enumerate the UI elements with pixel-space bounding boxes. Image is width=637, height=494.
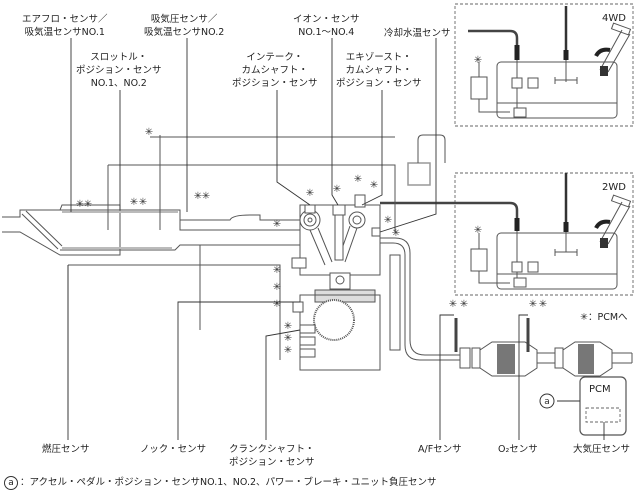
- svg-text:✳: ✳: [333, 184, 341, 195]
- svg-text:✳: ✳: [449, 299, 457, 310]
- svg-text:✳: ✳: [202, 191, 210, 202]
- label-intake-cam-sensor: インテーク・カムシャフト・ポジション・センサ: [232, 52, 318, 89]
- label-map-sensor: 吸気圧センサ／吸気温センサNO.2: [144, 14, 225, 38]
- svg-text:✳: ✳: [392, 228, 400, 239]
- svg-text:✳: ✳: [76, 199, 84, 210]
- leader-lines: [67, 38, 605, 440]
- 4wd-fuel-tank: [468, 6, 632, 119]
- pcm-box: [579, 376, 627, 436]
- label-2wd: 2WD: [602, 182, 626, 193]
- svg-text:✳: ✳: [273, 282, 281, 293]
- label-af-sensor: A/Fセンサ: [418, 444, 462, 455]
- label-pcm: PCM: [589, 384, 611, 395]
- svg-text:✳: ✳: [474, 225, 482, 236]
- label-baro-sensor: 大気圧センサ: [573, 444, 631, 455]
- baro-sensor-inside-pcm: [585, 407, 621, 423]
- svg-text:✳: ✳: [84, 199, 92, 210]
- label-fuel-pressure-sensor: 燃圧センサ: [42, 444, 90, 455]
- circle-a-marker: [539, 393, 555, 409]
- svg-text:✳: ✳: [539, 299, 547, 310]
- svg-text:✳: ✳: [306, 188, 314, 199]
- label-crankshaft-sensor: クランクシャフト・ポジション・センサ: [229, 444, 315, 468]
- svg-text:✳: ✳: [139, 197, 147, 208]
- circle-a-text: a: [544, 397, 550, 407]
- evap-canister: [407, 134, 446, 186]
- engine-block: [291, 194, 381, 371]
- footnote-text: ：アクセル・ペダル・ポジション・センサNO.1、NO.2、パワー・ブレーキ・ユニ…: [20, 477, 437, 488]
- svg-text:✳: ✳: [284, 333, 292, 344]
- svg-text:✳: ✳: [273, 299, 281, 310]
- circle-a-icon: a: [4, 476, 18, 490]
- svg-text:✳: ✳: [145, 127, 153, 138]
- 2wd-fuel-tank: [380, 173, 632, 290]
- label-exhaust-cam-sensor: エキゾースト・カムシャフト・ポジション・センサ: [336, 52, 422, 89]
- svg-text:✳: ✳: [384, 215, 392, 226]
- legend-asterisk-to-pcm: ✳：PCMへ: [580, 312, 628, 323]
- label-airflow-sensor: エアフロ・センサ／吸気温センサNO.1: [22, 14, 108, 38]
- svg-text:✳: ✳: [460, 299, 468, 310]
- svg-text:✳: ✳: [273, 265, 281, 276]
- label-o2-sensor: O₂センサ: [498, 444, 538, 455]
- svg-text:✳: ✳: [273, 219, 281, 230]
- label-knock-sensor: ノック・センサ: [140, 444, 207, 455]
- exhaust-system: [380, 237, 633, 377]
- svg-text:✳: ✳: [370, 180, 378, 191]
- svg-text:✳: ✳: [194, 191, 202, 202]
- svg-text:✳: ✳: [529, 299, 537, 310]
- label-4wd: 4WD: [602, 13, 626, 24]
- svg-text:✳: ✳: [354, 174, 362, 185]
- pcm-connection-markers: ✳ ✳ ✳ ✳ ✳ ✳ ✳ ✳ ✳ ✳ ✳ ✳ ✳ ✳ ✳ ✳ ✳ ✳ ✳ ✳ …: [76, 55, 547, 356]
- footnote-circle-a: a：アクセル・ペダル・ポジション・センサNO.1、NO.2、パワー・ブレーキ・ユ…: [4, 474, 437, 490]
- svg-text:✳: ✳: [284, 321, 292, 332]
- label-coolant-temp-sensor: 冷却水温センサ: [384, 28, 451, 39]
- svg-text:✳: ✳: [284, 345, 292, 356]
- svg-text:✳: ✳: [474, 55, 482, 66]
- svg-text:✳: ✳: [130, 197, 138, 208]
